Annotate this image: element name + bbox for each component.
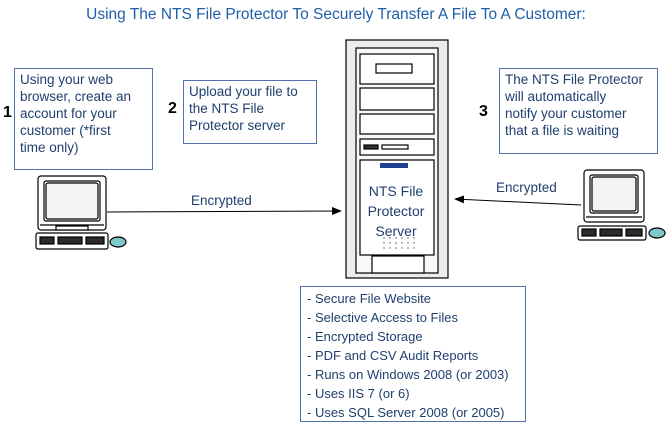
step-2-line: Upload your file to <box>189 84 298 99</box>
step-1-note: Using your web browser, create an accoun… <box>14 68 153 170</box>
step-2-number: 2 <box>168 100 177 117</box>
step-3-line: that a file is waiting <box>505 123 620 138</box>
server-label-line: Server <box>375 223 417 239</box>
feature-item: - PDF and CSV Audit Reports <box>307 348 479 363</box>
step-1-line: time only) <box>20 140 79 155</box>
server-vent-dots <box>383 237 415 249</box>
step-3-note: The NTS File Protector will automaticall… <box>499 68 658 154</box>
right-computer-icon <box>577 169 666 241</box>
features-list: - Secure File Website - Selective Access… <box>300 286 526 422</box>
feature-item: - Uses IIS 7 (or 6) <box>307 386 410 401</box>
step-2-note: Upload your file to the NTS File Protect… <box>183 80 317 144</box>
step-2-line: the NTS File <box>189 101 265 116</box>
encrypted-arrow-right <box>454 195 582 206</box>
feature-item: - Secure File Website <box>307 291 432 306</box>
diagram-title: Using The NTS File Protector To Securely… <box>86 6 586 23</box>
encrypted-arrow-left <box>106 207 342 216</box>
step-1-line: browser, create an <box>20 89 132 104</box>
server-label-line: NTS File <box>368 183 424 199</box>
tower-server-icon <box>345 39 449 279</box>
step-1-line: account for your <box>20 106 117 121</box>
step-3-line: notify your customer <box>505 106 627 121</box>
left-encrypted-label: Encrypted <box>191 193 252 208</box>
left-computer-icon <box>35 175 127 250</box>
step-1-number: 1 <box>3 104 12 121</box>
feature-item: - Uses SQL Server 2008 (or 2005) <box>307 405 505 420</box>
step-1-line: customer (*first <box>20 123 111 138</box>
server-label: NTS File Protector Server <box>358 181 434 241</box>
feature-item: - Encrypted Storage <box>307 329 423 344</box>
step-1-line: Using your web <box>20 72 114 87</box>
feature-item: - Runs on Windows 2008 (or 2003) <box>307 367 509 382</box>
right-encrypted-label: Encrypted <box>496 180 557 195</box>
step-3-line: The NTS File Protector <box>505 72 644 87</box>
step-2-line: Protector server <box>189 118 286 133</box>
feature-item: - Selective Access to Files <box>307 310 458 325</box>
step-3-line: will automatically <box>505 89 607 104</box>
step-3-number: 3 <box>479 103 488 120</box>
server-label-line: Protector <box>367 203 425 219</box>
